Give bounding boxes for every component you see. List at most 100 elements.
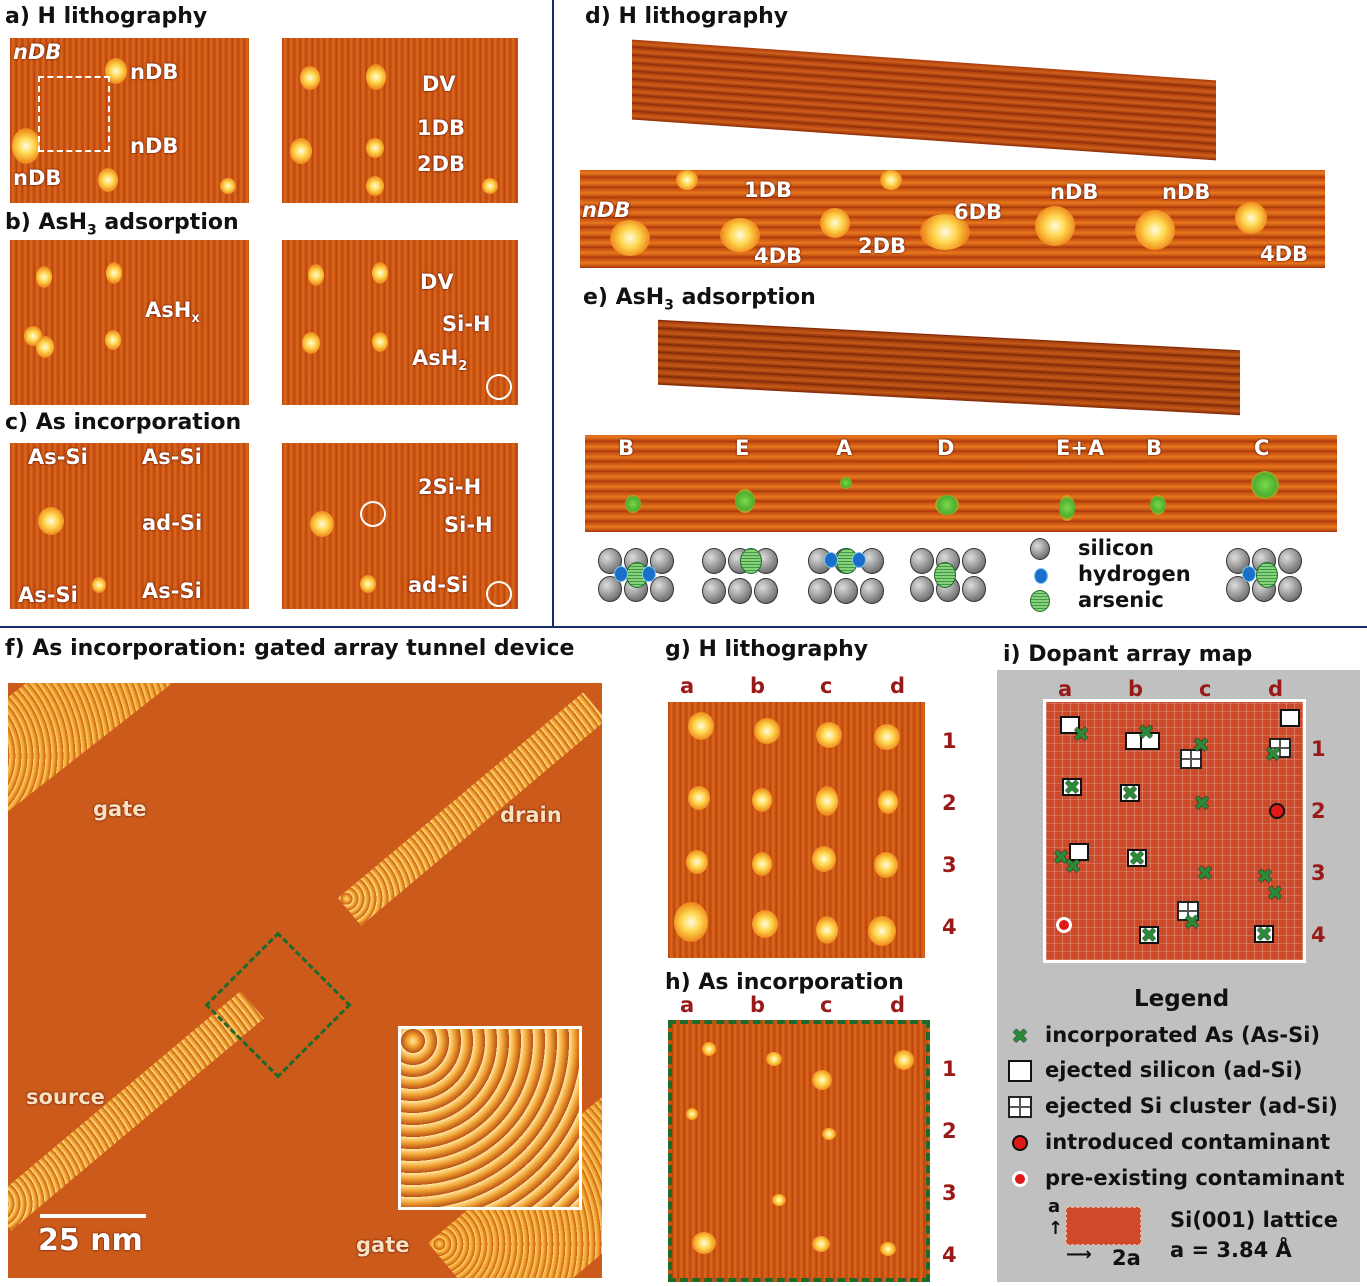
row-label: 4	[942, 915, 957, 939]
panel-a-stm-right: DV 1DB 2DB	[282, 38, 518, 203]
label-dv: DV	[422, 72, 456, 96]
panel-e-3d-surface	[658, 319, 1240, 416]
panel-e-title: e) AsH3 adsorption	[583, 285, 816, 314]
horizontal-divider	[0, 626, 1367, 628]
as-si-marker: ✖	[1063, 775, 1081, 799]
label-gate: gate	[93, 797, 147, 821]
site-label: E+A	[1056, 436, 1105, 460]
column-label: a	[680, 993, 695, 1017]
column-label: c	[820, 674, 833, 698]
column-label: b	[750, 674, 766, 698]
panel-e-stm-strip	[585, 435, 1337, 532]
ad-si-marker	[1069, 843, 1089, 861]
site-label: B	[1146, 436, 1163, 460]
selection-box	[38, 76, 110, 152]
si-cluster-marker	[1180, 749, 1202, 769]
drain-electrode	[338, 692, 602, 926]
label-2db: 2DB	[417, 152, 466, 176]
lattice-constant: a = 3.84 Å	[1170, 1238, 1292, 1262]
label-ndb: nDB	[13, 40, 62, 64]
panel-h-stm	[668, 1020, 930, 1282]
label-ash2: AsH2	[412, 346, 468, 375]
up-arrow-icon: ↑	[1048, 1218, 1064, 1239]
introduced-contaminant-marker	[1269, 803, 1285, 819]
as-si-marker: ✖	[1183, 910, 1201, 934]
ad-si-legend-icon	[1008, 1060, 1032, 1082]
as-si-marker: ✖	[1196, 861, 1214, 885]
label-as-si: As-Si	[28, 445, 88, 469]
legend-item: introduced contaminant	[1045, 1130, 1331, 1154]
row-label: 2	[1311, 799, 1326, 823]
ad-si-marker	[1140, 732, 1160, 750]
label-si-h: Si-H	[444, 513, 493, 537]
ad-si-marker	[1060, 716, 1080, 734]
legend-item: ejected silicon (ad-Si)	[1045, 1058, 1303, 1082]
label-6db: 6DB	[954, 200, 1003, 224]
column-label: d	[1268, 677, 1284, 701]
site-label: A	[836, 436, 853, 460]
si-cluster-marker	[1177, 901, 1199, 921]
key-hydrogen: hydrogen	[1078, 562, 1191, 586]
label-ndb: nDB	[582, 198, 631, 222]
panel-f-stm-image: gate drain source gate 25 nm	[8, 683, 602, 1278]
inset-zoom	[398, 1026, 582, 1210]
right-arrow-icon: ⟶	[1066, 1244, 1092, 1265]
panel-i-title: i) Dopant array map	[1003, 642, 1253, 667]
legend-item: pre-existing contaminant	[1045, 1166, 1345, 1190]
label-as-si: As-Si	[142, 579, 202, 603]
ad-si-marker	[1139, 926, 1159, 944]
column-label: d	[890, 674, 906, 698]
schematic-b	[598, 548, 688, 608]
site-label: D	[937, 436, 955, 460]
site-circle	[486, 374, 512, 400]
label-source: source	[26, 1085, 105, 1109]
ad-si-marker	[1254, 925, 1274, 943]
as-si-marker: ✖	[1255, 922, 1273, 946]
introduced-contaminant-legend-icon	[1012, 1135, 1028, 1151]
vertical-divider	[552, 0, 554, 626]
key-silicon: silicon	[1078, 536, 1154, 560]
label-2db: 2DB	[858, 234, 907, 258]
label-ndb: nDB	[1162, 180, 1211, 204]
schematic-e	[702, 548, 792, 608]
site-label: E	[735, 436, 750, 460]
panel-d-title: d) H lithography	[585, 4, 789, 29]
label-ndb: nDB	[130, 134, 179, 158]
as-si-marker: ✖	[1192, 733, 1210, 757]
lattice-a-label: a	[1048, 1196, 1061, 1217]
panel-g-stm	[668, 702, 925, 958]
hydrogen-key-icon	[1034, 568, 1048, 584]
label-ndb: nDB	[130, 60, 179, 84]
row-label: 1	[942, 729, 957, 753]
as-si-legend-icon: ✖	[1011, 1024, 1029, 1048]
as-si-marker: ✖	[1193, 791, 1211, 815]
as-si-marker: ✖	[1264, 742, 1282, 766]
panel-d-stm-strip: 1DB nDB 6DB nDB nDB 4DB 2DB 4DB	[580, 170, 1325, 268]
label-1db: 1DB	[417, 116, 466, 140]
ad-si-marker	[1280, 709, 1300, 727]
row-label: 2	[942, 1119, 957, 1143]
key-arsenic: arsenic	[1078, 588, 1164, 612]
panel-d-3d-surface	[632, 39, 1216, 161]
ad-si-marker	[1062, 778, 1082, 796]
column-label: a	[1058, 677, 1073, 701]
pre-existing-contaminant-legend-icon	[1012, 1171, 1028, 1187]
row-label: 4	[1311, 923, 1326, 947]
as-si-marker: ✖	[1052, 845, 1070, 869]
panel-f-title: f) As incorporation: gated array tunnel …	[5, 636, 575, 661]
panel-b-stm-left: AsHx	[10, 240, 249, 405]
label-si-h: Si-H	[442, 312, 491, 336]
site-circle	[360, 501, 386, 527]
legend-item: ejected Si cluster (ad-Si)	[1045, 1094, 1338, 1118]
as-si-marker: ✖	[1121, 781, 1139, 805]
label-ad-si: ad-Si	[142, 511, 203, 535]
label-4db: 4DB	[754, 244, 803, 268]
row-label: 4	[942, 1243, 957, 1267]
as-si-marker: ✖	[1140, 923, 1158, 947]
as-si-marker: ✖	[1137, 720, 1155, 744]
column-label: b	[1128, 677, 1144, 701]
arsenic-key-icon	[1030, 590, 1050, 612]
legend-item: incorporated As (As-Si)	[1045, 1023, 1321, 1047]
as-si-marker: ✖	[1072, 722, 1090, 746]
label-2si-h: 2Si-H	[418, 475, 482, 499]
